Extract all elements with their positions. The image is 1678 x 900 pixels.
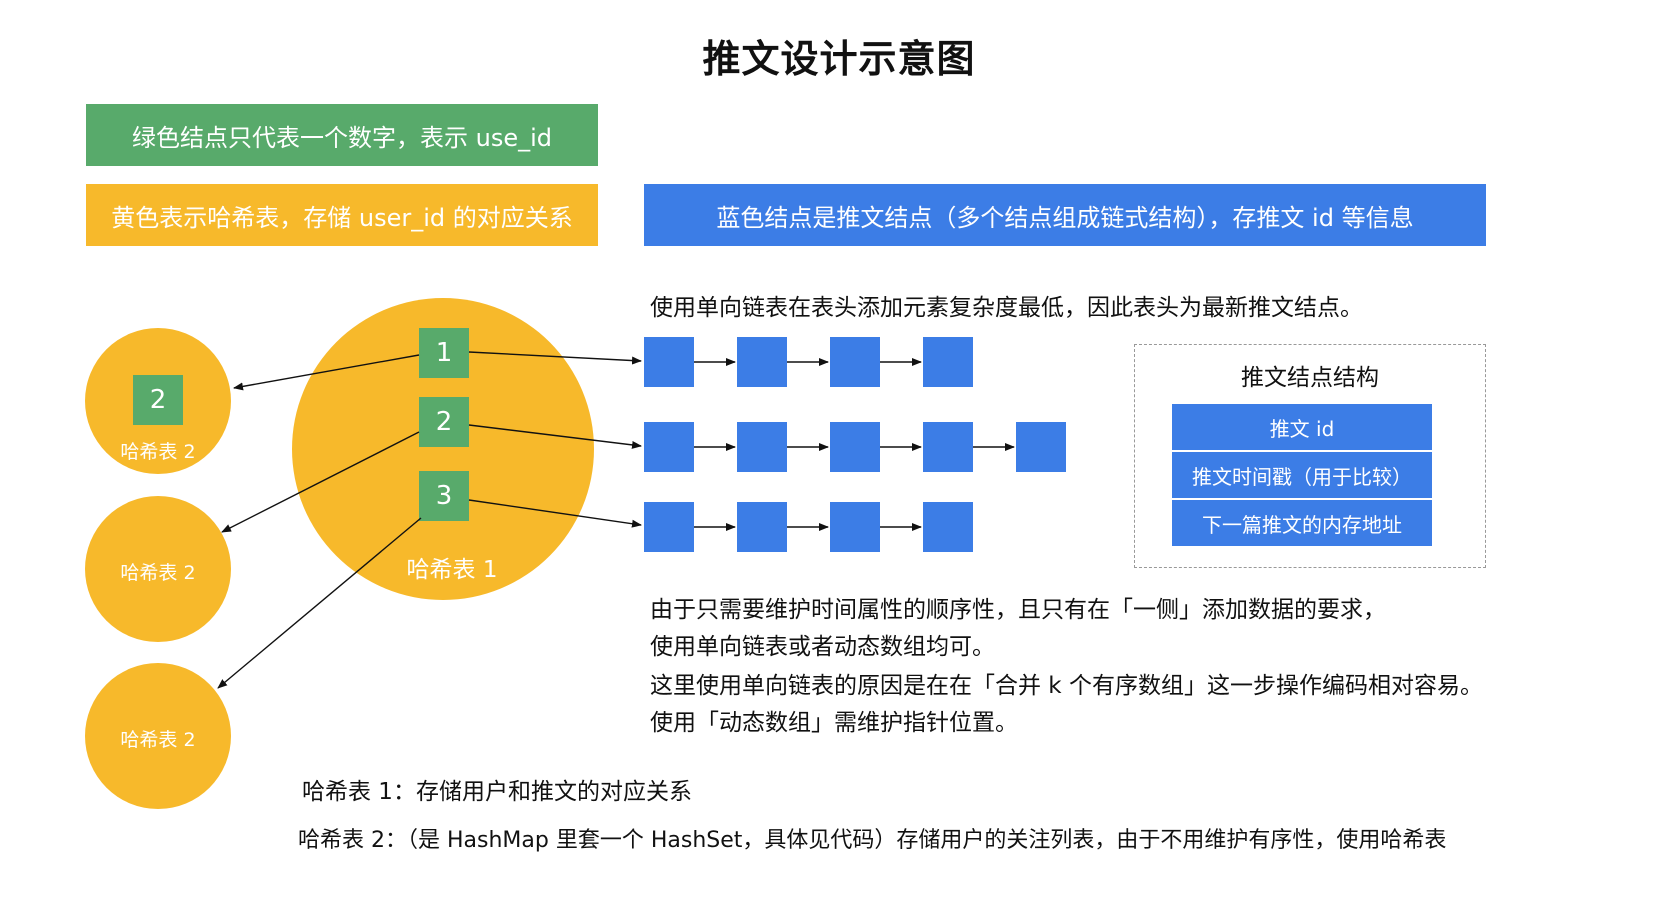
tweet-node [1016, 422, 1066, 472]
arrow-key3-list [468, 499, 642, 528]
tweet-node [737, 422, 787, 472]
legend-blue: 蓝色结点是推文结点（多个结点组成链式结构），存推文 id 等信息 [644, 184, 1486, 246]
tweet-node [923, 422, 973, 472]
explanation-line-3: 这里使用单向链表的原因是在在「合并 k 个有序数组」这一步操作编码相对容易。 [650, 673, 1483, 699]
tweet-node [644, 502, 694, 552]
diagram-title: 推文设计示意图 [702, 37, 976, 81]
tweet-node [923, 337, 973, 387]
footnote-hash2: 哈希表 2：（是 HashMap 里套一个 HashSet，具体见代码）存储用户… [298, 828, 1447, 853]
hash2-entry: 2 [133, 375, 183, 425]
hash-table-2-b [85, 496, 231, 642]
hash-table-2-a-label: 哈希表 2 [120, 441, 196, 463]
tweet-node [737, 337, 787, 387]
hash1-key-3: 3 [419, 471, 469, 521]
tweet-node [737, 502, 787, 552]
tweet-node [830, 502, 880, 552]
arrow-key1-hash2 [233, 354, 420, 391]
arrow-key2-hash2 [221, 431, 420, 533]
hash-table-2-c-label: 哈希表 2 [120, 729, 196, 751]
list-note: 使用单向链表在表头添加元素复杂度最低，因此表头为最新推文结点。 [650, 295, 1363, 321]
hash-table-1-label: 哈希表 1 [406, 557, 498, 583]
tweet-node [830, 422, 880, 472]
struct-field-next: 下一篇推文的内存地址 [1172, 500, 1432, 546]
explanation-line-1: 由于只需要维护时间属性的顺序性，且只有在「一侧」添加数据的要求， [650, 597, 1386, 623]
tweet-node [923, 502, 973, 552]
hash-table-2-c [85, 663, 231, 809]
hash-table-2-b-label: 哈希表 2 [120, 562, 196, 584]
struct-field-id: 推文 id [1172, 404, 1432, 450]
tweet-node [830, 337, 880, 387]
legend-yellow: 黄色表示哈希表，存储 user_id 的对应关系 [86, 184, 598, 246]
arrow-key1-list [468, 351, 642, 365]
hash1-key-2: 2 [419, 397, 469, 447]
node-structure-box [1134, 344, 1486, 568]
arrow-key2-list [468, 424, 642, 449]
hash1-key-1: 1 [419, 328, 469, 378]
tweet-node [644, 337, 694, 387]
explanation-line-4: 使用「动态数组」需维护指针位置。 [650, 710, 1018, 736]
node-structure-title: 推文结点结构 [1241, 365, 1379, 391]
footnote-hash1: 哈希表 1：存储用户和推文的对应关系 [302, 779, 692, 805]
legend-green: 绿色结点只代表一个数字，表示 use_id [86, 104, 598, 166]
struct-field-timestamp: 推文时间戳（用于比较） [1172, 452, 1432, 498]
explanation-line-2: 使用单向链表或者动态数组均可。 [650, 634, 995, 660]
tweet-node [644, 422, 694, 472]
arrow-key3-hash2 [217, 517, 422, 689]
